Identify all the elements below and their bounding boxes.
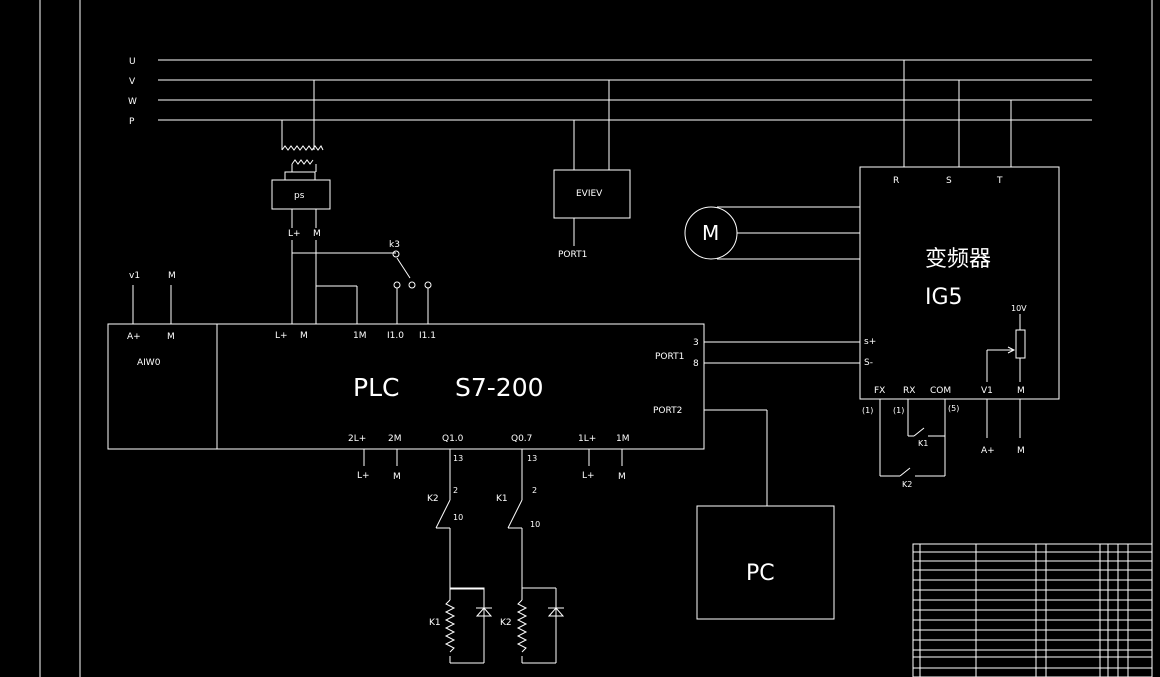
vfd-com: COM (930, 386, 951, 396)
analog-module: v1 M A+ M AIW0 (107, 271, 218, 450)
ps-box (271, 179, 331, 210)
ps-out-neg: M (313, 229, 321, 239)
plc-model: S7-200 (455, 373, 544, 402)
pc-label: PC (746, 561, 775, 586)
k3-switch: k3 (389, 240, 432, 324)
drawing-frame (39, 0, 1153, 677)
vfd-note-2: (1) (893, 406, 904, 415)
ps-out-pos: L+ (288, 229, 301, 239)
vfd-a-plus: A+ (981, 446, 995, 456)
vfd-k2: K2 (902, 480, 912, 489)
vfd-s-minus: S- (864, 358, 873, 368)
plc-box (216, 323, 705, 450)
analog-m: M (167, 332, 175, 342)
vfd-k1: K1 (918, 439, 928, 448)
plc-ext-lp1: L+ (357, 471, 370, 481)
vfd-note-1: (1) (862, 406, 873, 415)
plc-ext-m1: M (393, 472, 401, 482)
plc-ext-m2: M (618, 472, 626, 482)
analog-m-header: M (168, 271, 176, 281)
r2-pin2: 2 (532, 486, 537, 495)
vfd-pot-label: 10V (1011, 304, 1027, 313)
vfd-note-5: (5) (948, 404, 959, 413)
hmi-box (553, 169, 631, 219)
vfd-box (859, 166, 1060, 400)
vfd-v1: V1 (981, 386, 993, 396)
vfd-model: IG5 (925, 285, 963, 310)
vfd-terminal-t: T (996, 176, 1003, 186)
r2-contact: K1 (496, 494, 508, 504)
vfd-fx: FX (874, 386, 885, 396)
vfd-terminal-s: S (946, 176, 952, 186)
plc: L+ M 1M I1.0 I1.1 PLC S7-200 3 PORT1 8 P… (216, 323, 860, 482)
motor: M (684, 206, 860, 260)
plc-port2: PORT2 (653, 406, 682, 416)
plc-q10: Q1.0 (442, 434, 464, 444)
power-supply: ps L+ M (271, 80, 396, 324)
motor-label: M (702, 221, 719, 245)
bus-label-w: W (128, 97, 137, 107)
analog-box (107, 323, 218, 450)
vfd-rx: RX (903, 386, 915, 396)
plc-pin8: 8 (693, 359, 699, 369)
title-block (912, 543, 1153, 677)
vfd: R S T 变频器 IG5 s+ S- FX RX COM V1 M 10V A… (859, 60, 1060, 489)
vfd-a-m: M (1017, 446, 1025, 456)
bus-label-u: U (129, 57, 136, 67)
plc-1m: 1M (353, 331, 367, 341)
k3-label: k3 (389, 240, 400, 250)
pc-box (696, 505, 835, 620)
plc-ext-lp2: L+ (582, 471, 595, 481)
vfd-terminal-r: R (893, 176, 899, 186)
relay-circuit-2: 13 2 K1 10 K2 (496, 449, 565, 664)
r1-pin13: 13 (453, 454, 463, 463)
r1-contact: K2 (427, 494, 439, 504)
plc-i10: I1.0 (387, 331, 404, 341)
analog-module-label: AIW0 (137, 358, 161, 368)
potentiometer (1015, 329, 1026, 359)
r2-pin10: 10 (530, 520, 540, 529)
r1-pin2: 2 (453, 486, 458, 495)
bus-label-p: P (129, 117, 135, 127)
plc-2m: 2M (388, 434, 402, 444)
r2-pin13: 13 (527, 454, 537, 463)
plc-lplus: L+ (275, 331, 288, 341)
r1-pin10: 10 (453, 513, 463, 522)
plc-2lplus: 2L+ (348, 434, 366, 444)
r1-coil: K1 (429, 618, 441, 628)
plc-m: M (300, 331, 308, 341)
r2-coil: K2 (500, 618, 512, 628)
hmi-panel: EVIEV PORT1 (553, 80, 631, 260)
power-bus: U V W P (128, 57, 1092, 127)
hmi-label: EVIEV (576, 189, 603, 199)
analog-a-plus: A+ (127, 332, 141, 342)
hmi-port: PORT1 (558, 250, 587, 260)
plc-i11: I1.1 (419, 331, 436, 341)
vfd-title: 变频器 (925, 247, 991, 272)
vfd-s-plus: s+ (864, 337, 876, 347)
plc-1lplus: 1L+ (578, 434, 596, 444)
plc-pin3: 3 (693, 338, 699, 348)
bus-label-v: V (129, 77, 136, 87)
relay-circuit-1: 13 2 K2 10 K1 (427, 449, 493, 664)
plc-title: PLC (353, 373, 399, 402)
analog-v1: v1 (129, 271, 140, 281)
pc: PC (696, 409, 835, 620)
plc-q07: Q0.7 (511, 434, 532, 444)
plc-1m-bottom: 1M (616, 434, 630, 444)
plc-port1: PORT1 (655, 352, 684, 362)
vfd-m: M (1017, 386, 1025, 396)
ps-label: ps (294, 191, 305, 201)
